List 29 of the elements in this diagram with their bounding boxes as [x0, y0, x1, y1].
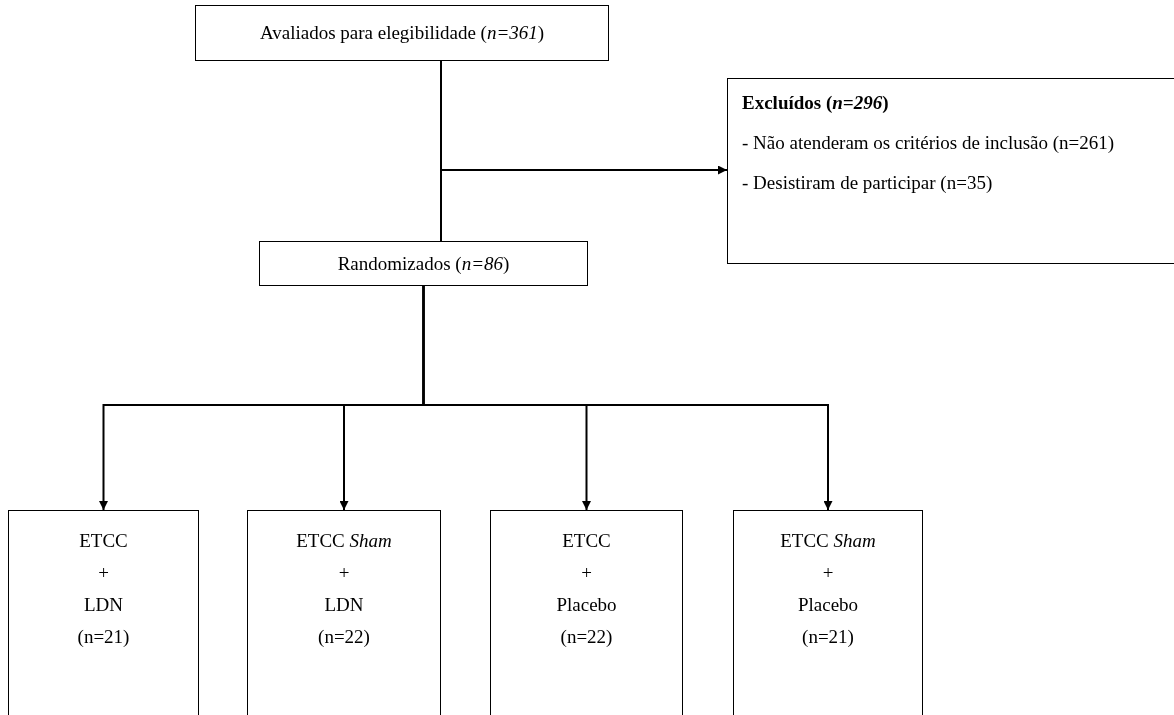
- box-heading: Excluídos (n=296): [742, 91, 890, 115]
- box-text: +: [581, 561, 592, 585]
- flow-box: [195, 5, 609, 61]
- box-text: (n=22): [318, 625, 370, 649]
- box-text: Placebo: [797, 593, 859, 617]
- box-text: +: [98, 561, 109, 585]
- box-text: ETCC: [79, 529, 128, 553]
- box-text: ETCC Sham: [296, 529, 392, 553]
- box-text: (n=21): [77, 625, 130, 649]
- flow-box: [733, 510, 923, 715]
- box-text: (n=22): [560, 625, 613, 649]
- flow-box: [8, 510, 199, 715]
- flow-box: [490, 510, 683, 715]
- box-text: ETCC: [562, 529, 611, 553]
- box-text: LDN: [83, 593, 124, 617]
- box-text: +: [822, 561, 834, 585]
- box-text: (n=21): [802, 625, 854, 649]
- box-text: - Desistiram de participar (n=35): [742, 171, 994, 195]
- box-text: Avaliados para elegibilidade (n=361): [259, 21, 545, 45]
- flow-box: [727, 78, 1174, 264]
- box-text: Randomizados (n=86): [337, 251, 510, 276]
- box-text: +: [338, 561, 350, 585]
- box-text: ETCC Sham: [780, 529, 876, 553]
- arrow: [422, 285, 833, 511]
- box-text: LDN: [324, 593, 364, 617]
- flow-box: [247, 510, 441, 715]
- flow-box: [259, 241, 588, 286]
- box-text: Placebo: [556, 593, 617, 617]
- box-text: - Não atenderam os critérios de inclusão (n=261): [742, 131, 1116, 155]
